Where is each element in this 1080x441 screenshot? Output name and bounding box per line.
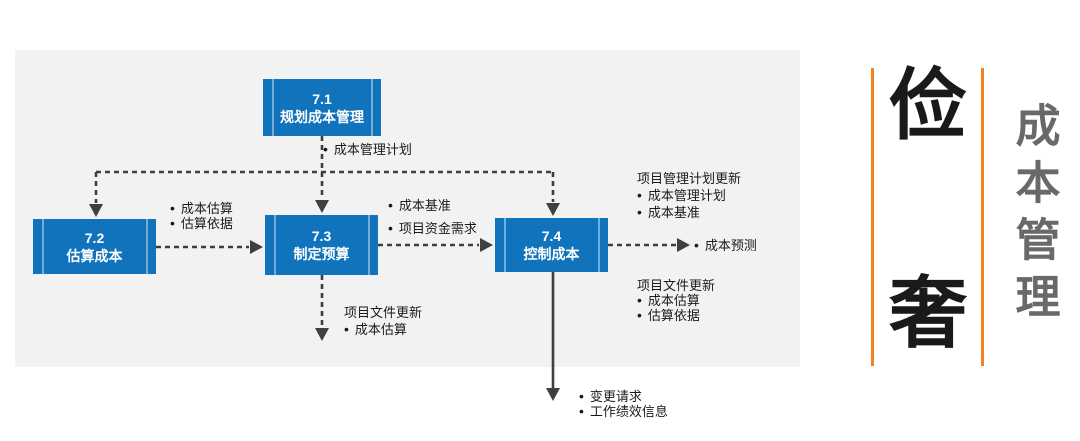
box-number: 7.3	[311, 228, 332, 244]
label-control-outputs: 变更请求 工作绩效信息	[579, 389, 668, 419]
big-char-bottom: 奢	[888, 269, 967, 357]
box-name: 规划成本管理	[280, 108, 364, 125]
box-name: 估算成本	[66, 247, 123, 264]
process-box-7-3: 7.3 制定预算	[265, 215, 378, 275]
arrowhead-74-down	[546, 388, 560, 401]
box-number: 7.4	[541, 228, 562, 244]
process-box-7-2: 7.2 估算成本	[33, 219, 156, 274]
box-number: 7.1	[312, 90, 332, 107]
box-name: 控制成本	[523, 246, 580, 262]
label-estimates-outputs: 成本估算 估算依据	[170, 201, 233, 231]
label-pm-plan-updates: 项目管理计划更新 成本管理计划 成本基准	[637, 171, 741, 221]
label-cost-management-plan: 成本管理计划	[323, 141, 412, 158]
label-doc-updates-below: 项目文件更新 成本估算	[344, 304, 422, 338]
accent-line-left	[871, 68, 874, 366]
label-doc-updates-right: 项目文件更新 成本估算 估算依据	[637, 278, 715, 323]
box-number: 7.2	[84, 229, 105, 246]
box-name: 制定预算	[293, 246, 350, 262]
big-char-top: 俭	[888, 61, 967, 149]
process-box-7-1: 7.1 规划成本管理	[263, 79, 381, 136]
accent-line-right	[981, 68, 984, 366]
label-budget-outputs: 成本基准 项目资金需求	[388, 198, 477, 236]
vertical-title: 成本管理	[1008, 102, 1060, 330]
process-box-7-4: 7.4 控制成本	[495, 218, 608, 272]
label-cost-forecast: 成本预测	[694, 237, 757, 254]
